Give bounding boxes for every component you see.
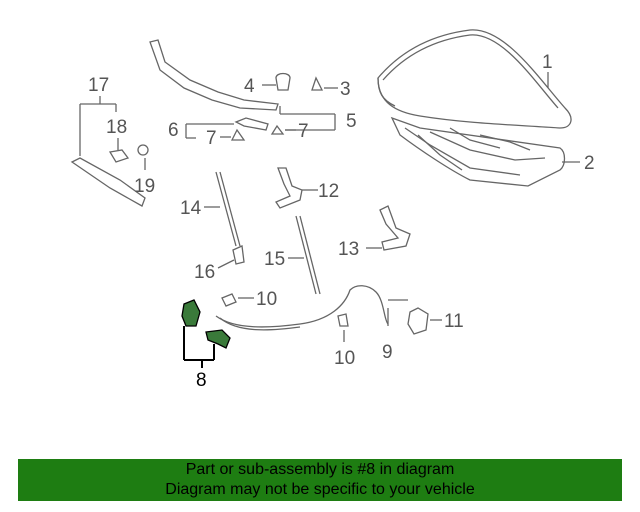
callout-4: 4	[244, 76, 255, 97]
clip-part-7-left[interactable]	[230, 128, 246, 141]
callout-10b: 10	[334, 348, 355, 369]
clip-part-7-right[interactable]	[270, 124, 285, 135]
callout-5: 5	[346, 111, 357, 132]
callout-3: 3	[340, 79, 351, 100]
callout-18: 18	[106, 117, 127, 138]
callout-7b: 7	[298, 121, 309, 142]
callout-12: 12	[318, 181, 339, 202]
clip-part-4[interactable]	[275, 72, 291, 91]
hood-latch-8[interactable]	[181, 299, 231, 349]
callout-8: 8	[196, 370, 207, 391]
clip-part-3[interactable]	[311, 76, 324, 91]
footer-line-1: Part or sub-assembly is #8 in diagram	[185, 461, 455, 478]
clip-part-10-lower[interactable]	[337, 313, 349, 327]
callout-9: 9	[382, 342, 393, 363]
hood-inner-panel[interactable]	[390, 116, 566, 187]
callout-16: 16	[194, 262, 215, 283]
footer-banner: Part or sub-assembly is #8 in diagram Di…	[18, 459, 622, 501]
callout-17: 17	[88, 75, 109, 96]
clip-part-18[interactable]	[108, 149, 130, 163]
hood-weatherstrip[interactable]	[149, 39, 279, 111]
parts-diagram: 1 2 5 4 3 6 7 7	[70, 29, 595, 391]
callout-19: 19	[134, 176, 155, 197]
hood-hinge-13[interactable]	[379, 205, 411, 251]
hood-hinge-12[interactable]	[275, 167, 303, 209]
seal-part-6[interactable]	[234, 117, 269, 131]
footer-line-2: Diagram may not be specific to your vehi…	[165, 481, 475, 498]
grommet-part-19[interactable]	[137, 144, 149, 156]
callout-13: 13	[338, 239, 359, 260]
callout-10a: 10	[256, 289, 277, 310]
support-rod-14[interactable]	[215, 171, 241, 247]
callout-11: 11	[444, 311, 464, 332]
callout-7a: 7	[206, 128, 217, 149]
hood-molding[interactable]	[70, 157, 146, 207]
release-handle-11[interactable]	[407, 307, 429, 335]
callout-15: 15	[264, 249, 285, 270]
callout-14: 14	[180, 198, 202, 219]
rod-holder-16[interactable]	[232, 245, 245, 265]
callout-1: 1	[542, 52, 553, 73]
support-strut-15[interactable]	[295, 215, 321, 295]
release-cable-9[interactable]	[215, 285, 408, 331]
hood-panel[interactable]	[377, 29, 572, 129]
grommet-part-10-upper[interactable]	[221, 293, 237, 307]
callout-6: 6	[168, 120, 179, 141]
callout-2: 2	[584, 153, 595, 174]
